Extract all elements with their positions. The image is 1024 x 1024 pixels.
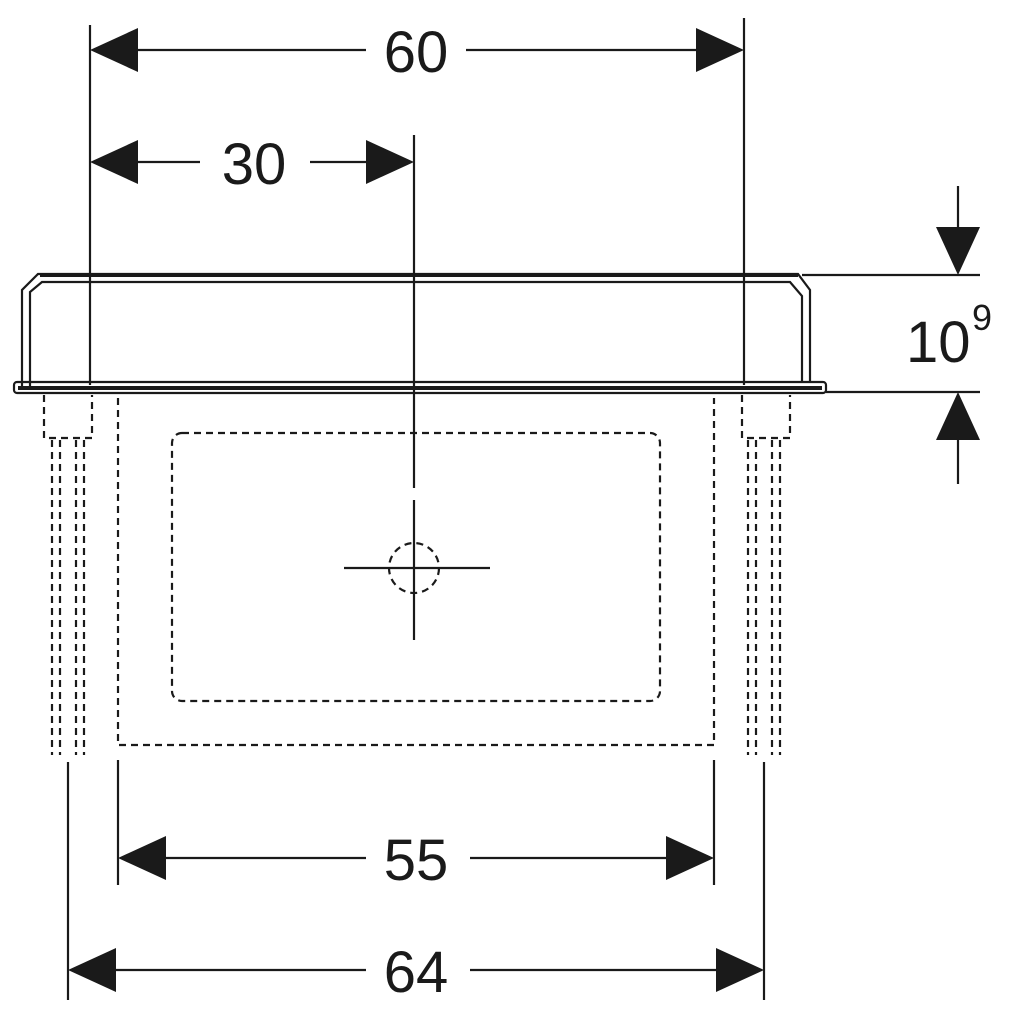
- dimension-depth-superscript: 9: [972, 297, 992, 338]
- dimension-64-label: 64: [384, 940, 449, 1005]
- dimension-30: 30: [90, 132, 416, 488]
- dimension-60: 60: [88, 18, 746, 385]
- center-mark: [344, 500, 490, 640]
- arrow-right-60: [696, 28, 744, 72]
- dimension-64: 64: [66, 762, 766, 1005]
- right-legs: [740, 395, 792, 755]
- dimension-30-label: 30: [222, 132, 287, 197]
- dimension-55-label: 55: [384, 828, 449, 893]
- dimension-55: 55: [116, 760, 716, 893]
- dimension-depth-label: 10: [906, 310, 971, 375]
- arrow-down-depth: [936, 227, 980, 275]
- dimension-60-label: 60: [384, 20, 449, 85]
- arrow-left-60: [90, 28, 138, 72]
- left-legs: [42, 395, 94, 755]
- arrow-up-depth: [936, 392, 980, 440]
- arrow-right-30: [366, 140, 414, 184]
- flange: [12, 272, 828, 395]
- center-hole: [387, 541, 441, 595]
- inner-box: [116, 398, 716, 747]
- inner-cavity: [170, 431, 662, 703]
- dimension-depth: 10 9: [802, 186, 992, 484]
- arrow-left-55: [118, 836, 166, 880]
- arrow-right-55: [666, 836, 714, 880]
- arrow-right-64: [716, 948, 764, 992]
- arrow-left-64: [68, 948, 116, 992]
- arrow-left-30: [90, 140, 138, 184]
